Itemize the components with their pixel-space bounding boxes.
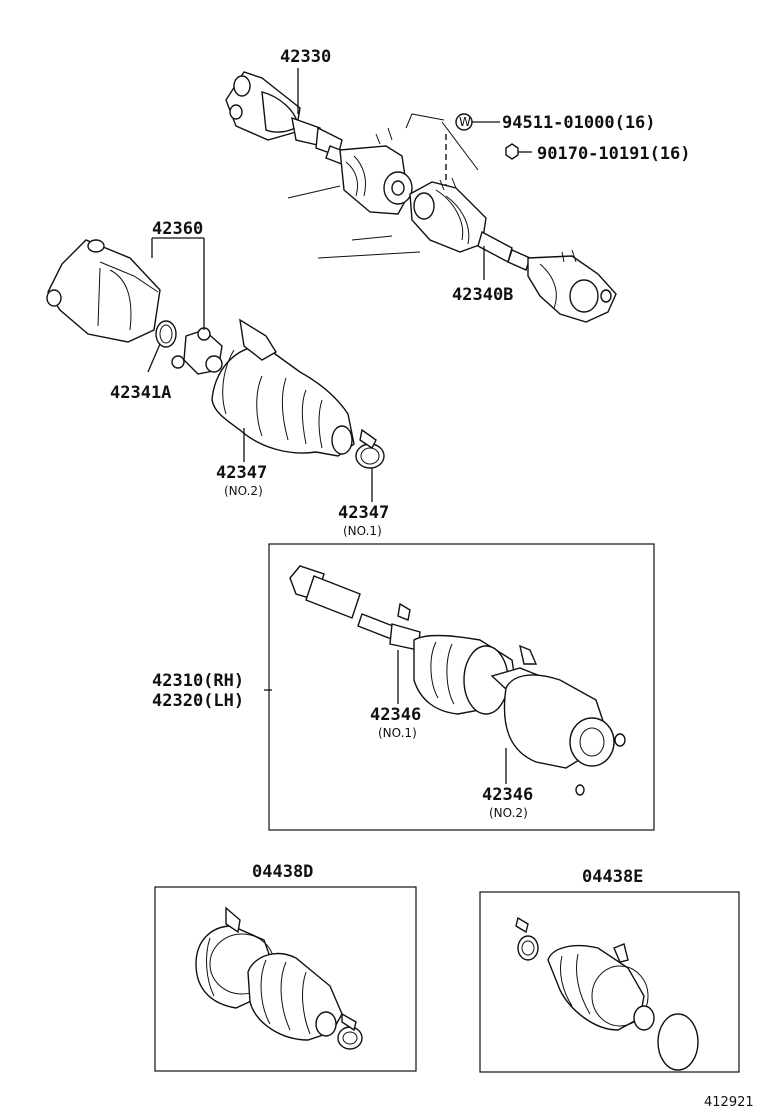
drive-shaft-assembly-illustration <box>225 71 617 323</box>
label-42360: 42360 <box>152 219 203 239</box>
label-42347-no1: 42347 <box>338 503 389 523</box>
kit-04438d-box <box>154 886 417 1072</box>
label-42340b: 42340B <box>452 285 513 305</box>
kit-04438e-box <box>479 891 740 1073</box>
label-42346-no2: 42346 <box>482 785 533 805</box>
label-42347-no1-sub: (NO.1) <box>343 524 382 538</box>
label-94511-01000: 94511-01000(16) <box>502 113 656 133</box>
label-42346-no1-sub: (NO.1) <box>378 726 417 740</box>
label-90170-10191: 90170-10191(16) <box>537 144 691 164</box>
boot-kit-04438d-illustration <box>195 906 363 1050</box>
boot-illustration <box>211 318 355 457</box>
inboard-joint-housing-illustration <box>46 239 161 343</box>
label-42346-no1: 42346 <box>370 705 421 725</box>
label-42330: 42330 <box>280 47 331 67</box>
label-42310-rh: 42310(RH) <box>152 671 244 691</box>
shaft-assembly-box <box>268 543 655 831</box>
shaft-assembly-illustration <box>289 565 626 796</box>
label-42347-no2-sub: (NO.2) <box>224 484 263 498</box>
figure-number: 412921 <box>704 1095 754 1110</box>
nut-icon <box>505 143 519 160</box>
label-04438e: 04438E <box>582 867 643 887</box>
washer-symbol-text: W <box>459 115 471 129</box>
label-42320-lh: 42320(LH) <box>152 691 244 711</box>
snap-ring-illustration <box>155 320 177 348</box>
boot-clamp-illustration <box>355 428 385 469</box>
tripod-joint-illustration <box>171 327 223 375</box>
label-42346-no2-sub: (NO.2) <box>489 806 528 820</box>
boot-kit-04438e-illustration <box>515 916 699 1071</box>
label-42341a: 42341A <box>110 383 171 403</box>
washer-icon: W <box>455 113 473 131</box>
label-04438d: 04438D <box>252 862 313 882</box>
label-42347-no2: 42347 <box>216 463 267 483</box>
